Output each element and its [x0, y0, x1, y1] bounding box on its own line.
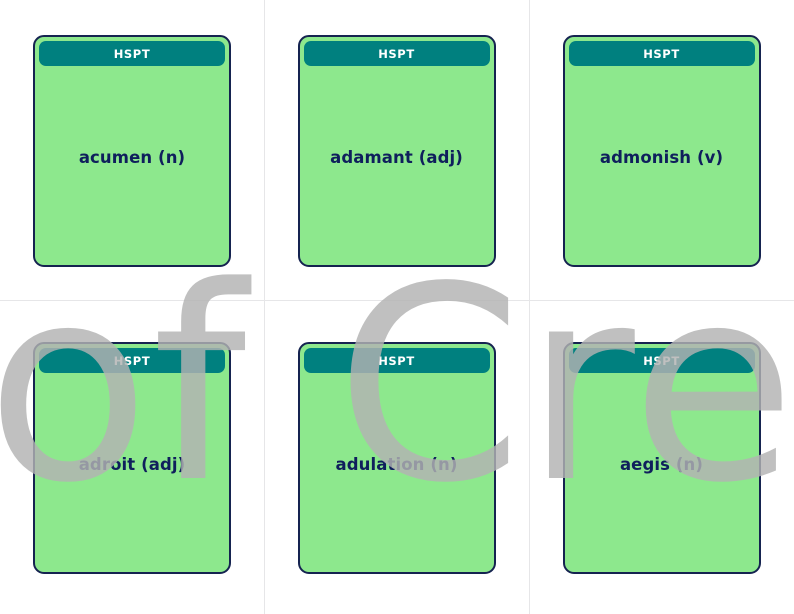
flashcard[interactable]: HSPT aegis (n) [562, 342, 761, 574]
flashcard-header-label: HSPT [643, 353, 680, 368]
flashcard[interactable]: HSPT adroit (adj) [33, 342, 231, 574]
flashcard-term: aegis (n) [619, 455, 704, 474]
flashcard-body: aegis (n) [565, 373, 759, 572]
flashcard-cell: HSPT acumen (n) [0, 0, 264, 300]
flashcard-header-label: HSPT [113, 353, 151, 368]
flashcard[interactable]: HSPT acumen (n) [33, 35, 231, 267]
flashcard-header: HSPT [568, 348, 755, 373]
flashcard-header-label: HSPT [378, 46, 415, 61]
flashcard-body: adulation (n) [300, 373, 494, 572]
flashcard[interactable]: HSPT adulation (n) [297, 342, 496, 574]
flashcard-header-label: HSPT [113, 46, 151, 61]
flashcard-cell: HSPT adulation (n) [264, 300, 529, 614]
flashcard-cell: HSPT aegis (n) [529, 300, 794, 614]
flashcard-body: adamant (adj) [300, 66, 494, 265]
flashcard-term: admonish (v) [599, 148, 724, 167]
flashcard-body: adroit (adj) [35, 373, 229, 572]
flashcard-cell: HSPT adroit (adj) [0, 300, 264, 614]
flashcard-term: acumen (n) [78, 148, 186, 167]
flashcard-term: adroit (adj) [78, 455, 186, 474]
flashcard-body: admonish (v) [565, 66, 759, 265]
flashcard-cell: HSPT admonish (v) [529, 0, 794, 300]
flashcard-term: adamant (adj) [330, 148, 463, 167]
flashcard-cell: HSPT adamant (adj) [264, 0, 529, 300]
flashcard-body: acumen (n) [35, 66, 229, 265]
flashcard-header-label: HSPT [643, 46, 680, 61]
flashcard[interactable]: HSPT adamant (adj) [297, 35, 496, 267]
flashcard-header: HSPT [303, 348, 490, 373]
flashcard-header: HSPT [39, 348, 225, 373]
flashcard-header: HSPT [568, 41, 755, 66]
flashcard-header-label: HSPT [378, 353, 415, 368]
flashcard-header: HSPT [39, 41, 225, 66]
flashcard-term: adulation (n) [335, 455, 458, 474]
flashcard[interactable]: HSPT admonish (v) [562, 35, 761, 267]
flashcard-header: HSPT [303, 41, 490, 66]
